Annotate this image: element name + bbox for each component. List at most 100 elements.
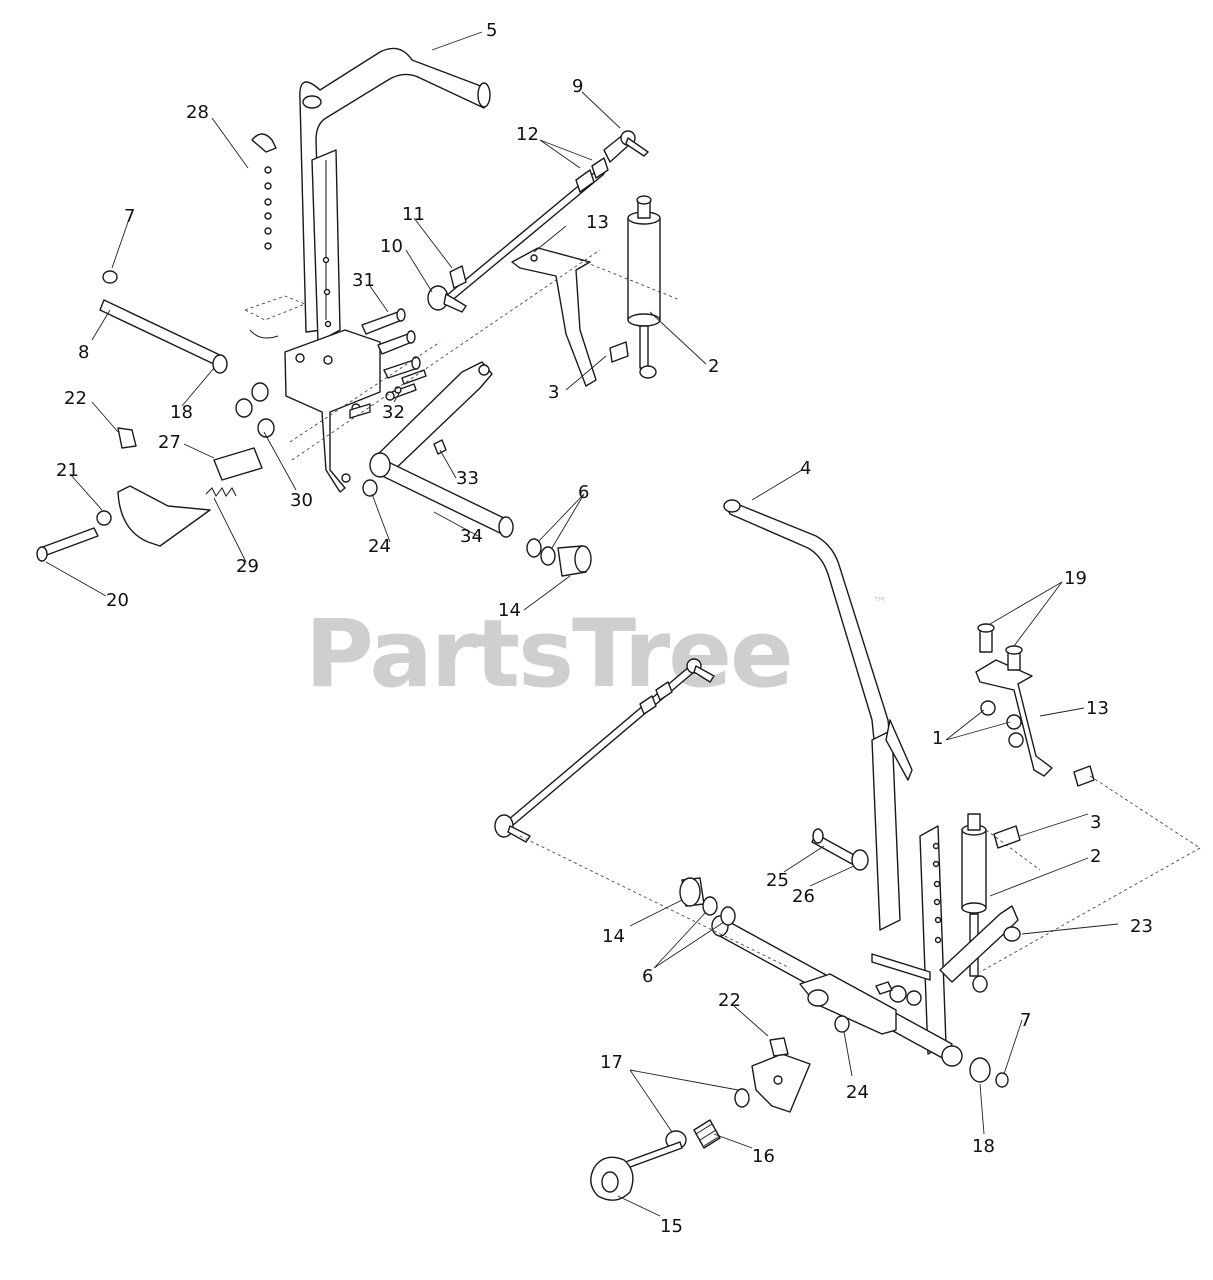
callout-19: 19 [1064,568,1087,589]
part-3-spacer-lower-b [993,825,1021,849]
part-lower-plate-upper [117,485,211,547]
part-26-washer [851,849,869,871]
callout-15: 15 [660,1216,683,1237]
callout-2: 2 [708,356,719,377]
part-28-holes [264,166,272,250]
part-6-washer-lower-a [702,896,718,916]
callout-30: 30 [290,490,313,511]
callout-3-lower: 3 [1090,812,1101,833]
part-21-nut [96,510,112,526]
part-17-washer-a [734,1088,750,1108]
callout-13-lower: 13 [1086,698,1109,719]
callout-13: 13 [586,212,609,233]
callout-18: 18 [170,402,193,423]
part-2-damper-upper [627,195,661,379]
part-28-sector [251,133,277,153]
callout-24: 24 [368,536,391,557]
callout-33: 33 [456,468,479,489]
part-6-washer-upper-b [540,546,556,566]
part-7-clip-lower [995,1072,1009,1088]
part-34-cross-shaft [373,457,509,535]
part-16-spring [693,1119,721,1149]
part-10-ball-joint [427,285,467,313]
callout-14-lower: 14 [602,926,625,947]
part-12-nuts [575,157,609,193]
part-24-bushing-lower [834,1015,850,1033]
part-mount-bracket [284,329,381,493]
part-5-grip-end-left [302,95,322,109]
part-3-spacer-lower-a [1073,765,1095,787]
callout-16: 16 [752,1146,775,1167]
part-11-nut [449,265,467,289]
callout-numbers: 5 28 9 12 7 11 13 10 31 8 2 3 22 18 32 2… [56,20,1153,1237]
callout-34: 34 [460,526,483,547]
callout-21: 21 [56,460,79,481]
callout-23: 23 [1130,916,1153,937]
callout-7-lower: 7 [1020,1010,1031,1031]
callout-2-lower: 2 [1090,846,1101,867]
part-25-bolt [811,828,857,865]
part-1-nut-c [1008,732,1024,748]
callout-6: 6 [578,482,589,503]
part-6-washer-lower-b [720,906,736,926]
part-24-bushing-upper [362,479,378,497]
callout-32: 32 [382,402,405,423]
watermark-text: PartsTree [305,600,792,709]
part-sector-lower [919,825,947,1055]
callout-8: 8 [78,342,89,363]
callout-28: 28 [186,102,209,123]
part-rod-end-lower [494,658,715,843]
part-13-bracket-upper [511,247,597,387]
callout-29: 29 [236,556,259,577]
part-8-rod [99,299,223,367]
callout-11: 11 [402,204,425,225]
watermark: PartsTree ™ [305,594,887,709]
part-22-nut-upper [117,427,137,449]
part-1-nut-a [980,700,996,716]
callout-3: 3 [548,382,559,403]
callout-20: 20 [106,590,129,611]
callout-9: 9 [572,76,583,97]
part-pedal-arm-lower [939,905,1019,983]
callout-22: 22 [64,388,87,409]
part-29-spring [205,487,237,497]
part-19-bolts [977,623,1023,671]
callout-24-lower: 24 [846,1082,869,1103]
part-30-bushing [257,418,275,438]
part-sector-lower-holes [932,842,942,944]
leader-lines [45,31,1119,1217]
part-18-bushing-lower [969,1057,991,1083]
callout-7: 7 [124,206,135,227]
callout-22-lower: 22 [718,990,741,1011]
callout-26: 26 [792,886,815,907]
part-7-clip-upper [102,270,118,284]
part-1-nut-b [1006,714,1022,730]
part-lever-plate-lower [871,729,901,931]
part-31-bolts [361,308,421,379]
part-20-bolt [39,527,99,557]
part-27-sleeve [213,447,263,481]
part-2-damper-lower [961,813,988,993]
callout-4: 4 [800,458,811,479]
upper-assembly [36,47,681,577]
callout-18-lower: 18 [972,1136,995,1157]
lower-assembly [494,499,1201,1201]
callout-31: 31 [352,270,375,291]
callout-27: 27 [158,432,181,453]
part-18-bushing-upper [212,354,228,374]
part-23-bushing [1003,926,1021,942]
callout-10: 10 [380,236,403,257]
part-6-washer-upper-a [526,538,542,558]
watermark-trademark: ™ [872,594,887,612]
callout-6-lower: 6 [642,966,653,987]
part-5-grip-end [477,82,491,108]
callout-17: 17 [600,1052,623,1073]
part-22-nut-lower [769,1037,789,1057]
part-9-rod-end [603,130,649,163]
callout-12: 12 [516,124,539,145]
callout-1: 1 [932,728,943,749]
part-3-spacer-upper [609,341,629,363]
callout-14: 14 [498,600,521,621]
callout-25: 25 [766,870,789,891]
